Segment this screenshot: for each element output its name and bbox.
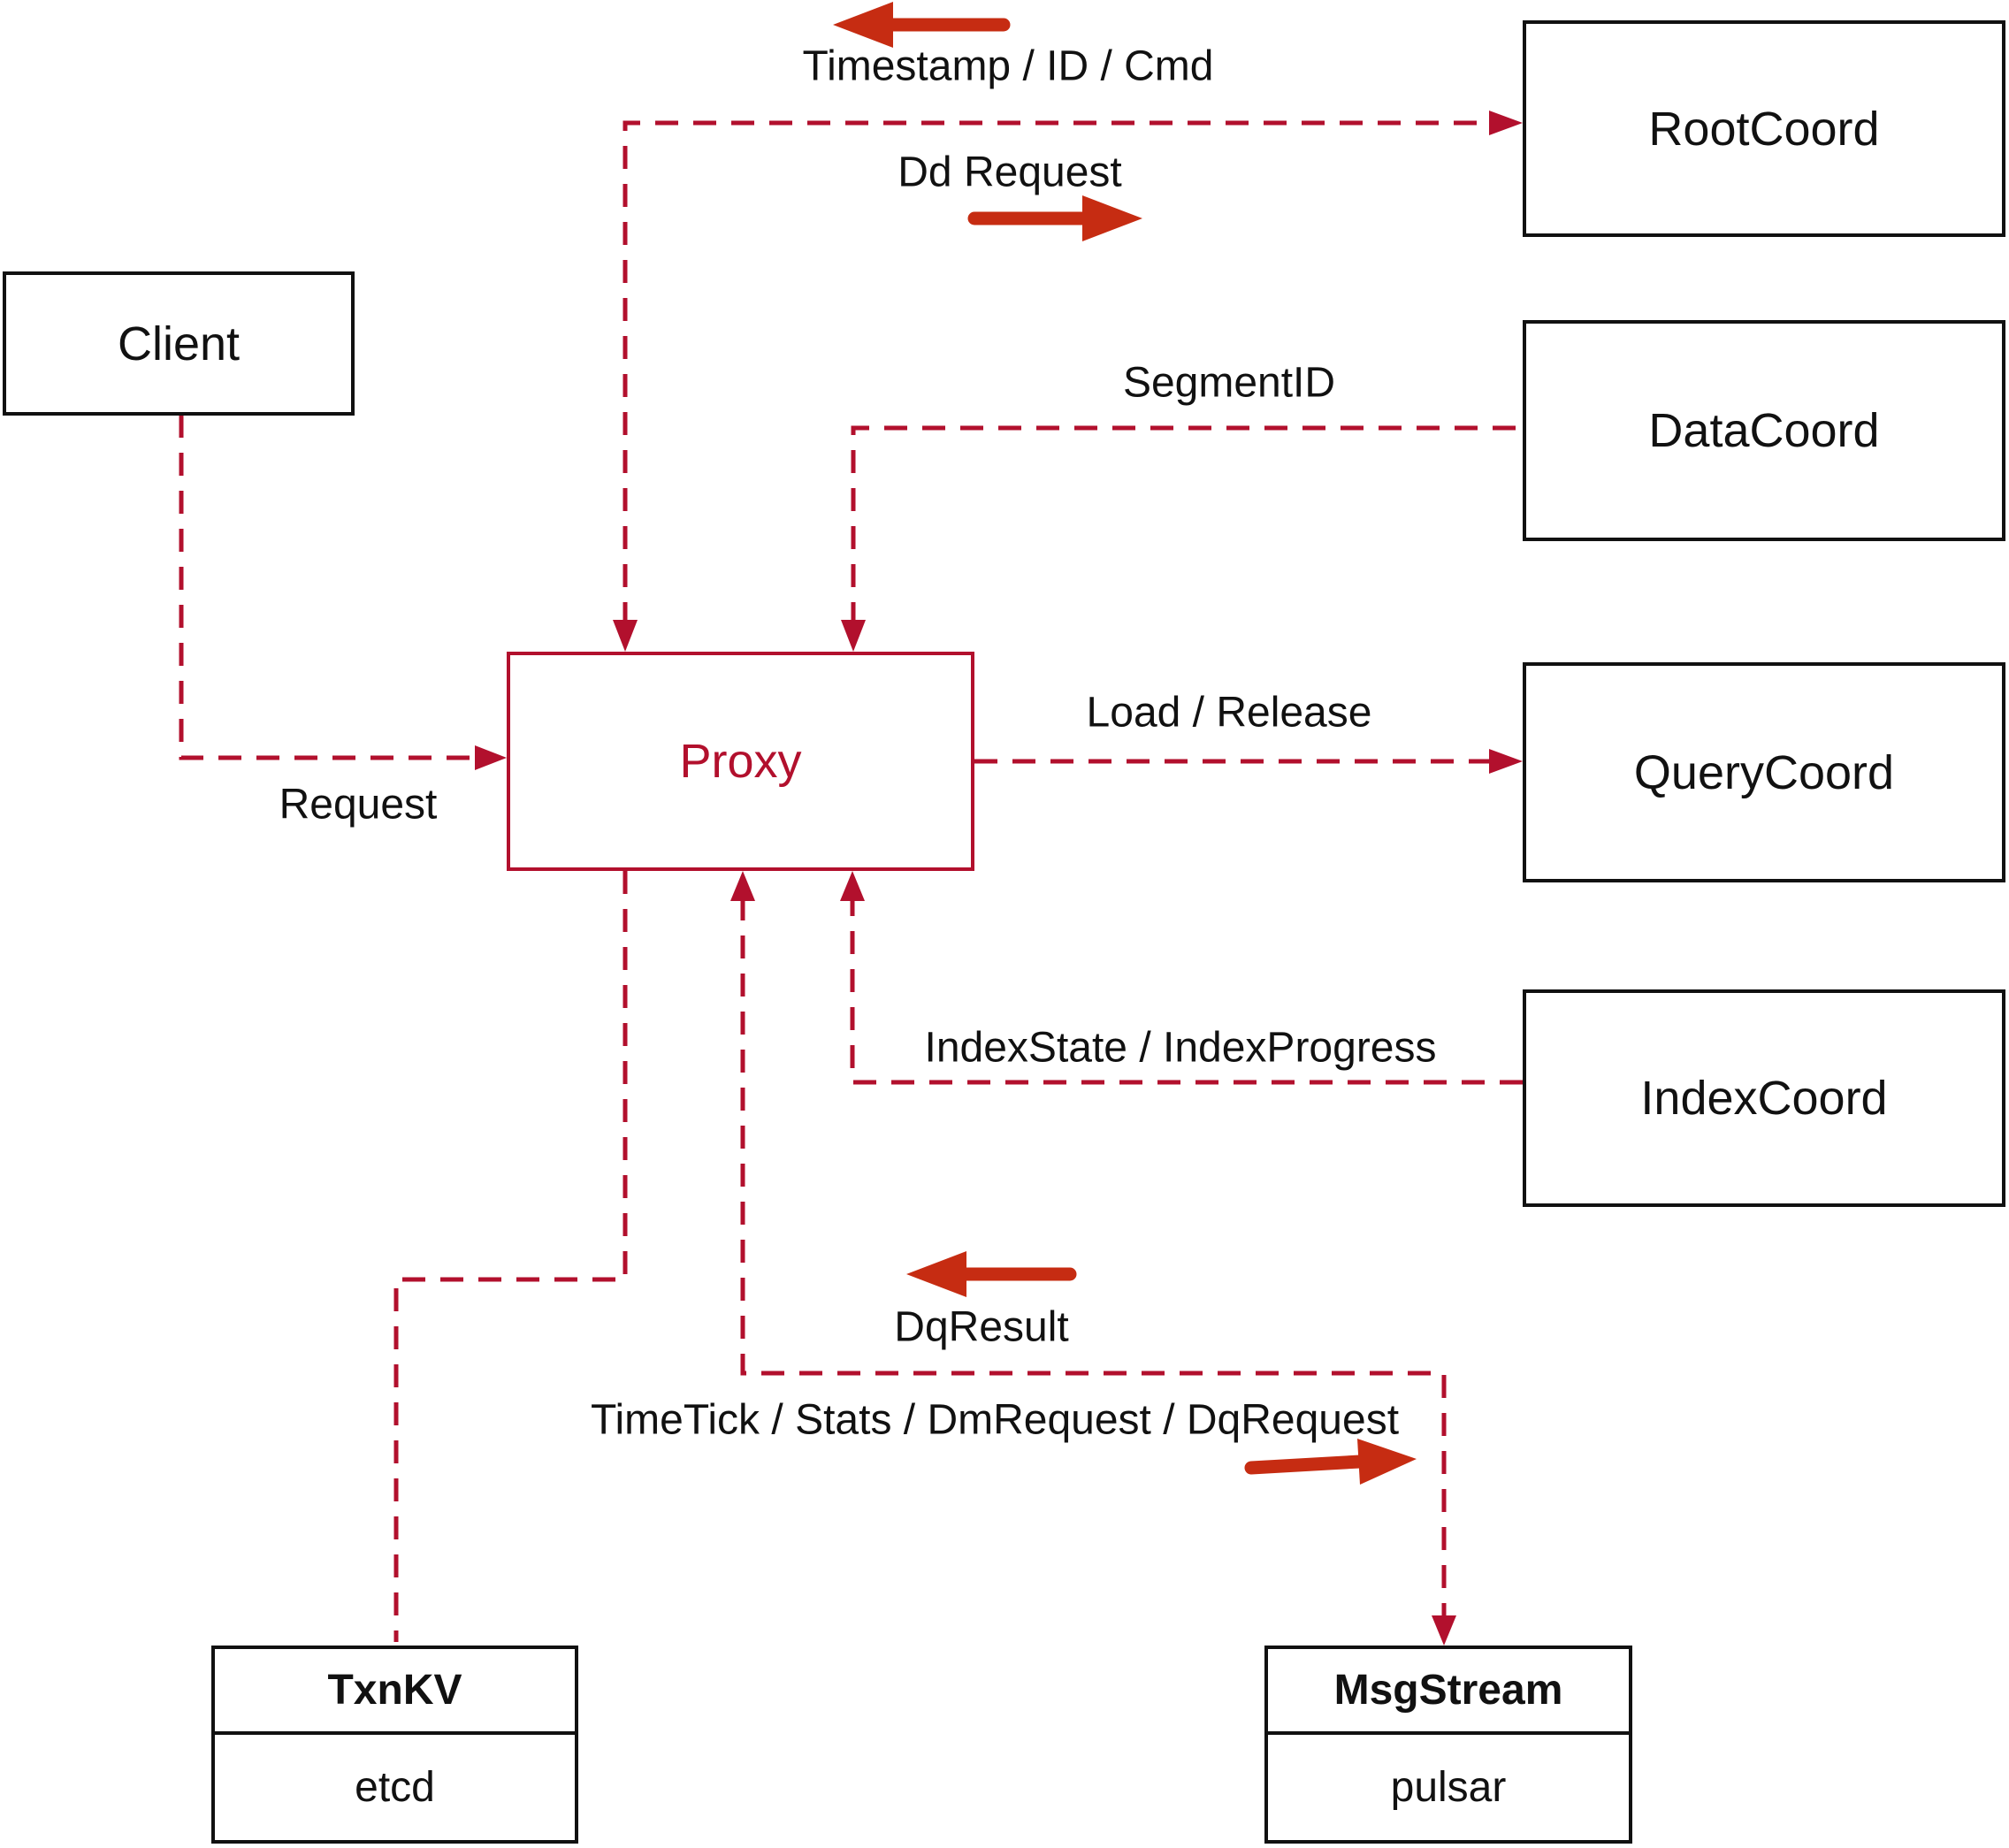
request-edge-label: Request [279,781,438,829]
datacoord-label: DataCoord [1648,404,1880,457]
arrowhead-into-proxy-bottom-left [730,871,755,901]
arrowhead-into-msgstream [1432,1615,1456,1646]
indexcoord-node: IndexCoord [1523,989,2005,1207]
timetick-direction-arrow-head [1357,1439,1417,1485]
proxy-msgstream-edge-line [740,897,1447,1637]
proxy-txnkv-edge-line [393,871,628,1642]
client-label: Client [117,317,241,370]
arrowhead-into-rootcoord [1489,111,1523,135]
timetick-edge-label: TimeTick / Stats / DmRequest / DqRequest [590,1396,1400,1444]
dqresult-edge-label: DqResult [894,1303,1069,1351]
proxy-datacoord-edge-line [851,425,1523,625]
timetick-direction-arrow-shaft [1244,1455,1367,1475]
txnkv-impl: etcd [355,1764,435,1811]
msgstream-impl: pulsar [1390,1764,1507,1811]
querycoord-label: QueryCoord [1633,745,1895,799]
proxy-label: Proxy [679,735,802,788]
msgstream-title: MsgStream [1268,1649,1629,1735]
txnkv-node: TxnKV etcd [211,1646,578,1844]
proxy-node: Proxy [507,652,974,871]
arrowhead-into-proxy-top-left [613,620,638,652]
indexcoord-label: IndexCoord [1640,1072,1888,1125]
rootcoord-node: RootCoord [1523,20,2005,237]
segmentid-edge-label: SegmentID [1122,359,1336,407]
timestamp-edge-label: Timestamp / ID / Cmd [802,42,1214,90]
dd-request-direction-arrow-head [1082,195,1142,241]
client-proxy-edge-line [179,415,498,760]
rootcoord-label: RootCoord [1648,102,1880,156]
timestamp-direction-arrow-head [833,2,893,48]
indexstate-edge-label: IndexState / IndexProgress [924,1024,1437,1072]
arrowhead-into-querycoord [1489,749,1523,774]
arrowhead-into-proxy-bottom-right [840,871,865,901]
arrowhead-into-proxy-top-right [841,620,866,652]
proxy-rootcoord-edge-line [623,120,1514,625]
dd-request-edge-label: Dd Request [898,149,1122,196]
msgstream-node: MsgStream pulsar [1264,1646,1632,1844]
arrowhead-into-proxy-left [475,745,507,770]
txnkv-title: TxnKV [215,1649,575,1735]
datacoord-node: DataCoord [1523,320,2005,541]
dqresult-direction-arrow-head [906,1251,966,1297]
querycoord-node: QueryCoord [1523,662,2005,882]
load-release-edge-label: Load / Release [1086,689,1372,737]
client-node: Client [3,271,355,416]
